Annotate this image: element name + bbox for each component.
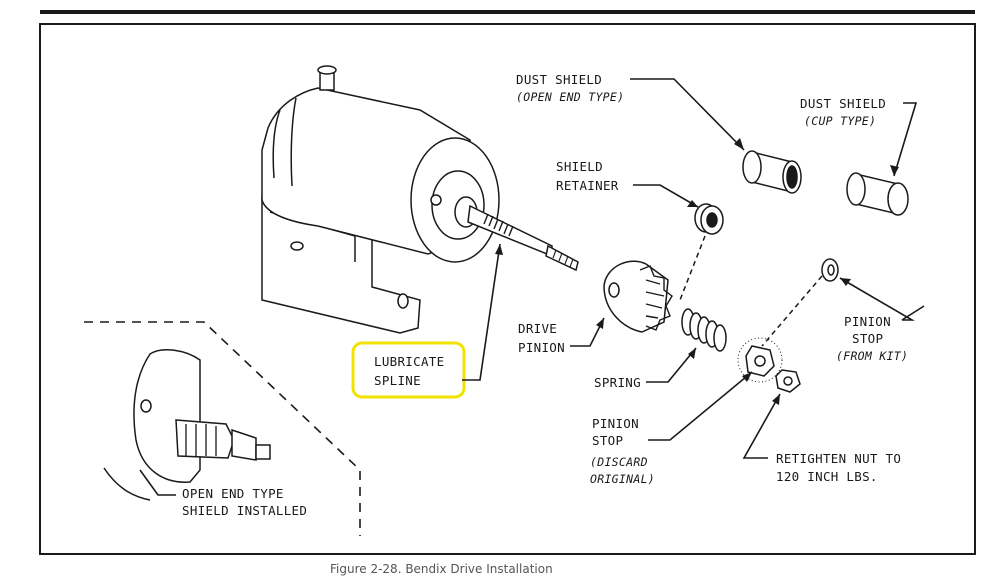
label-retighten: RETIGHTEN NUT TO bbox=[776, 451, 901, 466]
label-pinion-stop-from-kit: (FROM KIT) bbox=[836, 349, 908, 363]
label-torque: 120 INCH LBS. bbox=[776, 469, 878, 484]
pinion-stop-original-part bbox=[737, 337, 783, 383]
spring-part bbox=[681, 308, 727, 352]
leader-lines bbox=[139, 78, 925, 496]
label-pinion: PINION bbox=[518, 340, 565, 355]
label-inset-shield-installed: SHIELD INSTALLED bbox=[182, 503, 307, 518]
inset-detail bbox=[84, 321, 361, 536]
shield-retainer bbox=[694, 203, 724, 235]
label-pinion-stop-kit-stop: STOP bbox=[852, 331, 883, 346]
label-original: ORIGINAL) bbox=[590, 472, 655, 486]
label-dust-shield-cup: DUST SHIELD bbox=[800, 96, 886, 111]
label-drive: DRIVE bbox=[518, 321, 557, 336]
label-dust-shield-open-type: (OPEN END TYPE) bbox=[516, 90, 624, 104]
dust-shield-open-end bbox=[742, 150, 802, 194]
label-retainer: RETAINER bbox=[556, 178, 619, 193]
lubricate-spline-highlight bbox=[351, 341, 466, 399]
label-pinion-stop-orig: PINION bbox=[592, 416, 639, 431]
shaft-spline bbox=[483, 213, 514, 237]
label-spring: SPRING bbox=[594, 375, 641, 390]
figure-caption: Figure 2-28. Bendix Drive Installation bbox=[330, 562, 553, 576]
label-shield: SHIELD bbox=[556, 159, 603, 174]
starter-motor bbox=[261, 65, 579, 334]
label-discard: (DISCARD bbox=[590, 455, 648, 469]
top-rule bbox=[40, 10, 975, 14]
pinion-stop-kit-part bbox=[821, 258, 839, 282]
figure-frame bbox=[39, 23, 976, 555]
label-dust-shield-cup-type: (CUP TYPE) bbox=[804, 114, 876, 128]
label-pinion-stop-kit: PINION bbox=[844, 314, 891, 329]
label-lubricate: LUBRICATE bbox=[374, 354, 444, 369]
label-pinion-stop-orig-stop: STOP bbox=[592, 433, 623, 448]
nut-part bbox=[775, 369, 801, 393]
drive-pinion-part bbox=[603, 260, 673, 333]
label-dust-shield-open: DUST SHIELD bbox=[516, 72, 602, 87]
label-spline: SPLINE bbox=[374, 373, 421, 388]
assembly-dashed-lines bbox=[679, 235, 823, 347]
dust-shield-cup bbox=[846, 172, 909, 216]
label-inset-open-end: OPEN END TYPE bbox=[182, 486, 284, 501]
